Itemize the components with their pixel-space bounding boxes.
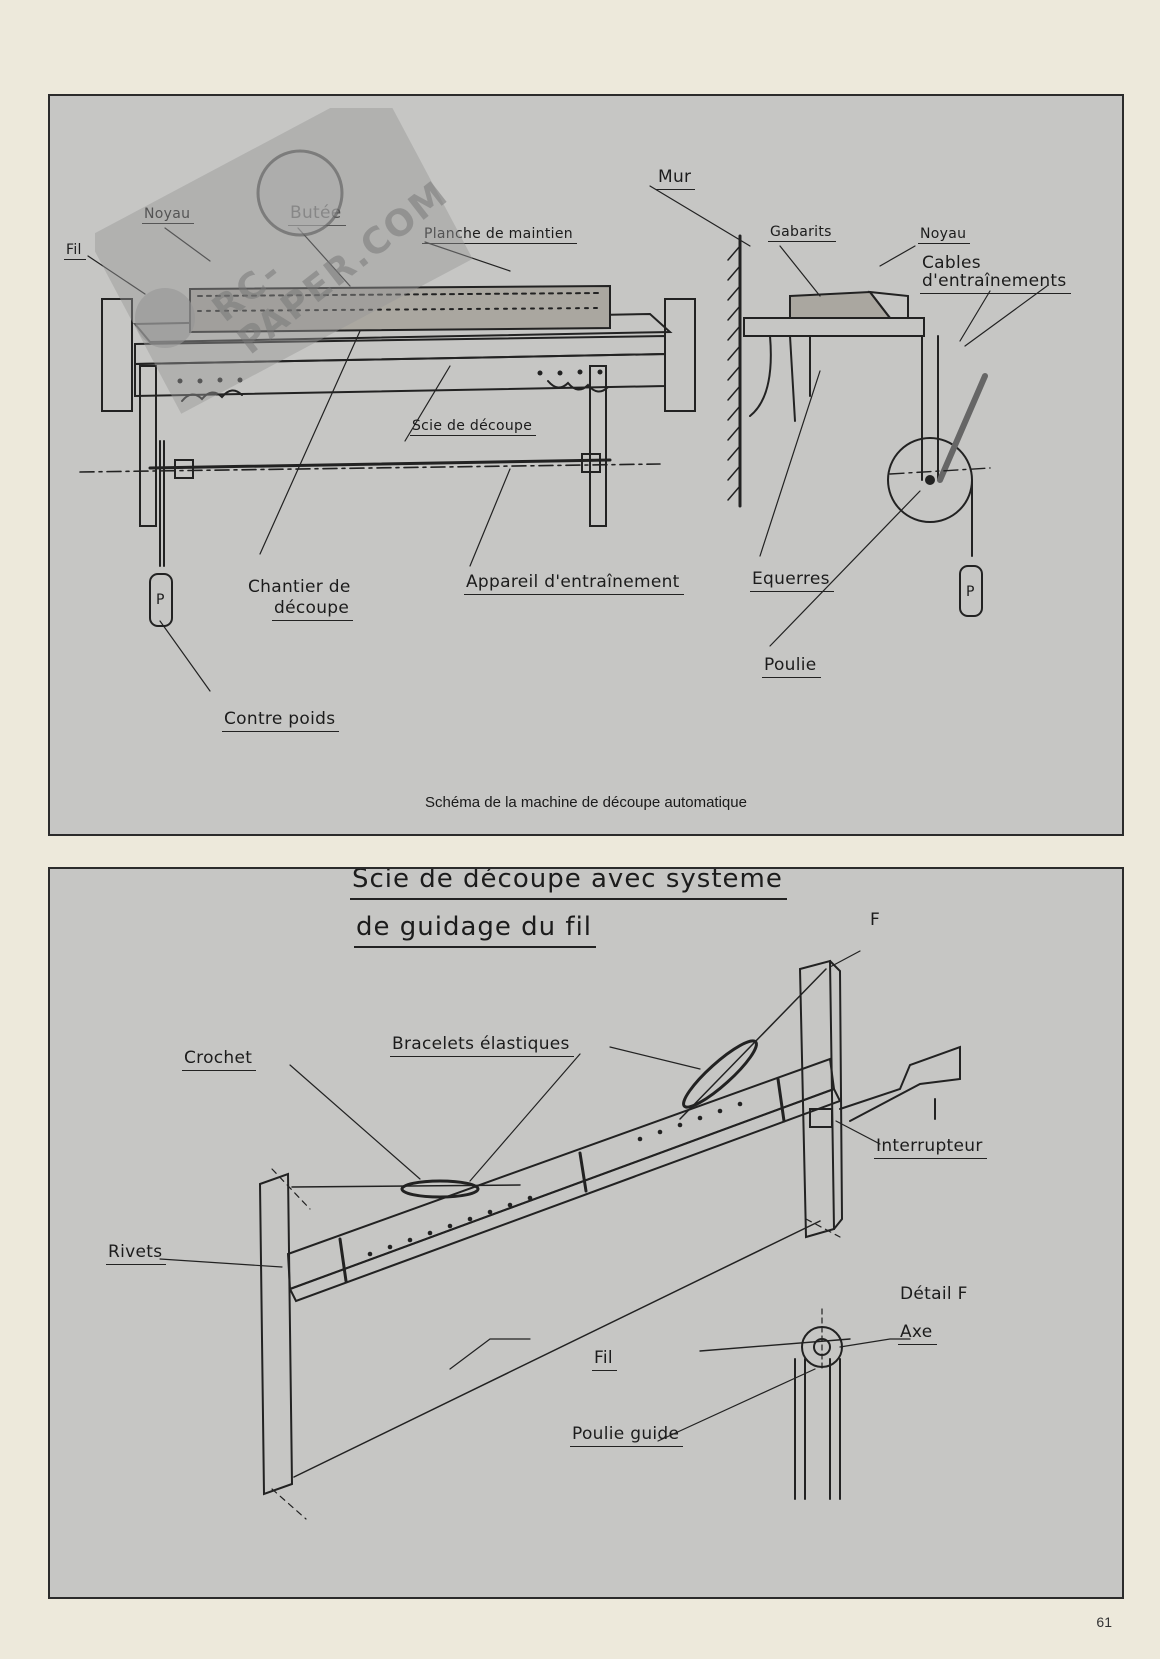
label-bracelets-elastiques: Bracelets élastiques [390,1034,574,1057]
figure-caption: Schéma de la machine de découpe automati… [425,794,747,811]
label-fil-top: Fil [64,242,86,261]
label-equerres: Equerres [750,569,834,592]
page-number: 61 [1096,1614,1112,1630]
label-detail-f: Détail F [900,1284,968,1304]
label-planche-de-maintien: Planche de maintien [422,226,577,245]
label-chantier-line1: Chantier de [248,577,351,597]
label-fil-bottom: Fil [592,1348,617,1371]
label-poulie-guide: Poulie guide [570,1424,684,1447]
label-noyau-top: Noyau [142,206,195,225]
label-mur: Mur [656,167,696,190]
label-cables-line2: d'entraînements [920,271,1071,294]
label-appareil-d-entrainement: Appareil d'entraînement [464,572,684,595]
label-noyau-side: Noyau [918,226,971,245]
label-chantier-line2: découpe [272,598,354,621]
label-interrupteur: Interrupteur [874,1136,987,1159]
label-f: F [870,910,881,930]
machine-schematic-panel: Fil Noyau Butée Planche de maintien Mur … [48,94,1124,836]
label-scie-de-decoupe: Scie de découpe [410,418,537,437]
label-butee: Butée [288,203,346,226]
label-gabarits: Gabarits [768,224,836,243]
weight-left-letter: P [156,592,165,608]
label-poulie: Poulie [762,655,821,678]
label-cables-line1: Cables [922,253,981,273]
label-rivets: Rivets [106,1242,167,1265]
panel-title-line1: Scie de découpe avec systeme [350,869,787,900]
saw-guide-drawing [159,950,961,1520]
label-crochet: Crochet [182,1048,257,1071]
label-axe: Axe [898,1322,937,1345]
label-contre-poids: Contre poids [222,709,340,732]
saw-guide-panel: Scie de découpe avec systeme de guidage … [48,867,1124,1599]
machine-schematic-drawing [79,185,1048,692]
weight-right-letter: P [966,584,975,600]
panel-title-line2: de guidage du fil [354,912,597,948]
